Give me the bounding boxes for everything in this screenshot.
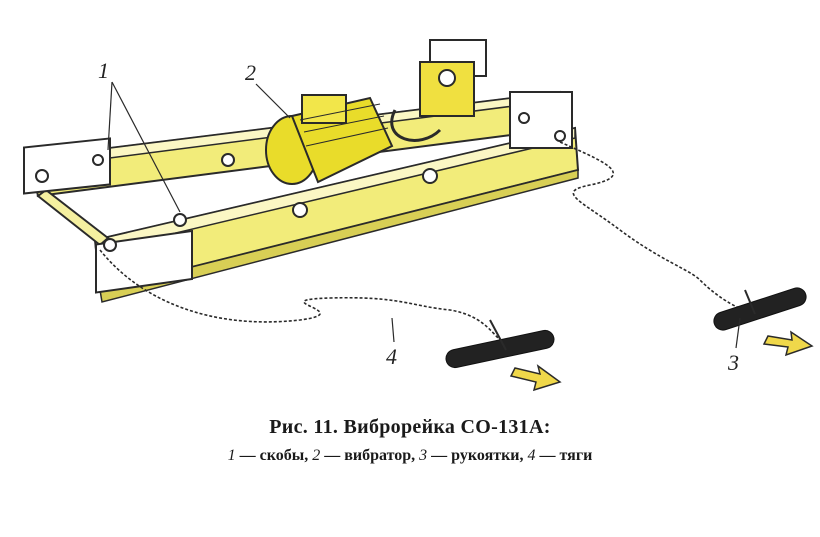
rod-right <box>559 141 761 317</box>
callout-handles: 3 <box>728 350 739 375</box>
bracket-right-front <box>509 91 573 149</box>
figure-caption: Рис. 11. Виброрейка СО-131А: 1 — скобы, … <box>0 412 820 465</box>
legend-text-2: — вибратор, <box>324 447 416 464</box>
bracket-left-front <box>95 213 193 294</box>
handle-left <box>445 319 555 369</box>
bracket-left-rear <box>23 137 111 195</box>
legend-text-3: — рукоятки, <box>431 447 524 464</box>
callout-rods: 4 <box>386 344 397 369</box>
pull-arrow-left <box>509 364 562 392</box>
vibrating-screed-illustration <box>23 39 814 392</box>
caption-legend: 1 — скобы, 2 — вибратор, 3 — рукоятки, 4… <box>0 447 820 465</box>
caption-title: Рис. 11. Виброрейка СО-131А: <box>269 416 551 438</box>
pull-arrow-right <box>762 330 814 357</box>
legend-text-4: — тяги <box>539 447 593 464</box>
handle-right <box>713 287 807 331</box>
legend-text-1: — скобы, <box>239 447 309 464</box>
callout-vibrator: 2 <box>245 60 256 85</box>
rod-left <box>99 249 501 341</box>
callout-brackets: 1 <box>98 58 109 83</box>
control-box <box>390 61 475 142</box>
legend-num-3: 3 <box>419 447 428 464</box>
leader-lines <box>107 81 741 349</box>
front-beam <box>93 126 580 303</box>
legend-num-1: 1 <box>227 447 236 464</box>
legend-num-4: 4 <box>527 447 536 464</box>
vibrator-motor <box>265 94 394 185</box>
legend-num-2: 2 <box>312 447 321 464</box>
